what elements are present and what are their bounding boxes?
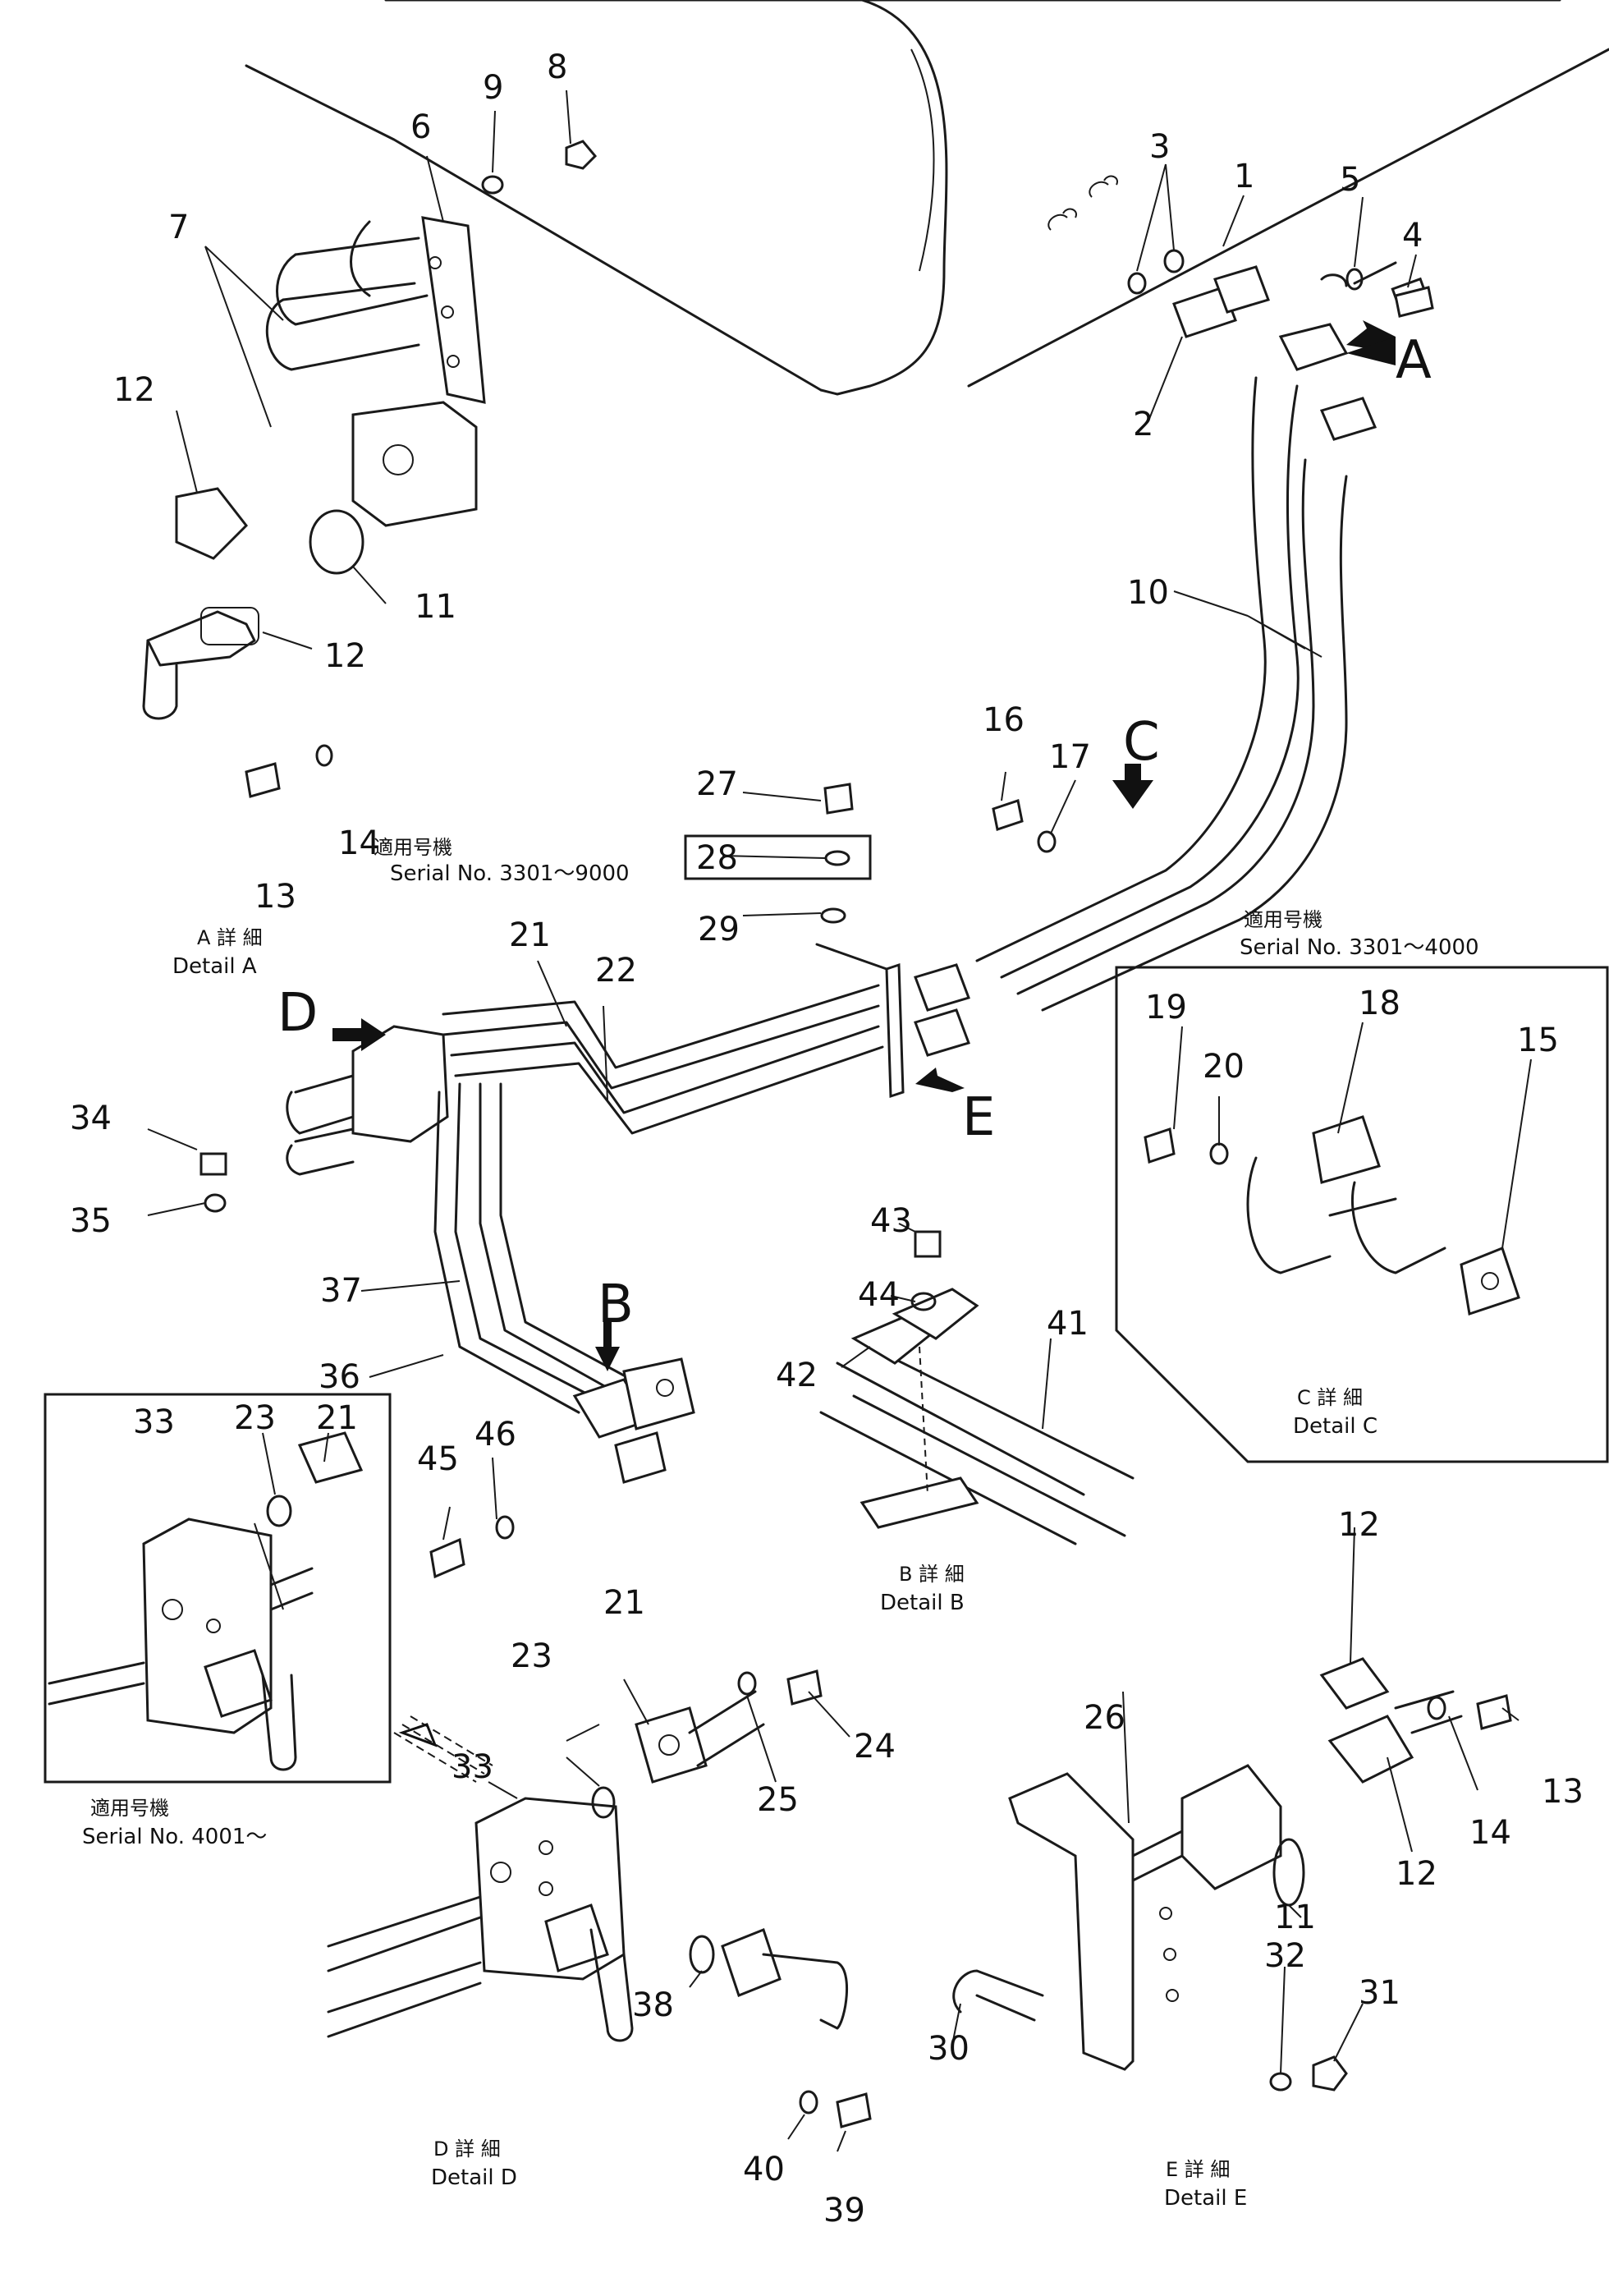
callout-12b: 12 [324, 637, 366, 675]
callout-13a: 13 [254, 878, 296, 916]
callout-38: 38 [632, 1986, 674, 2024]
callout-22: 22 [595, 952, 637, 990]
callout-26: 26 [1084, 1699, 1125, 1737]
callout-13b: 13 [1542, 1773, 1584, 1811]
callout-43: 43 [870, 1202, 912, 1240]
callout-10: 10 [1127, 574, 1169, 612]
callout-21a: 21 [509, 916, 551, 954]
callout-25: 25 [757, 1781, 799, 1819]
callout-34: 34 [70, 1100, 112, 1137]
view-letters: A C D E B [277, 330, 1432, 1335]
callout-19: 19 [1145, 989, 1187, 1026]
detail-e-bracket [952, 1657, 1463, 2071]
callout-21b: 21 [316, 1399, 358, 1437]
detail-captions: A 詳 細 Detail A B 詳 細 Detail B C 詳 細 Deta… [172, 926, 1378, 2211]
block-d-small [286, 1025, 449, 1176]
callout-28: 28 [696, 839, 738, 877]
view-letter-d: D [277, 983, 318, 1044]
callout-12d: 12 [1396, 1855, 1437, 1893]
callout-30: 30 [928, 2030, 970, 2068]
detail-b-clamp [819, 1288, 1135, 1545]
caption-detail-d: Detail D [431, 2165, 517, 2190]
hose-pair-10 [975, 376, 1348, 1012]
callout-11b: 11 [1274, 1899, 1316, 1936]
callout-33b: 33 [452, 1748, 493, 1786]
detail-c-box [1115, 966, 1609, 1463]
serial-note-2: Serial No. 3301～4000 [1240, 935, 1479, 960]
callout-40: 40 [743, 2151, 785, 2188]
pipes-36-37 [433, 1082, 695, 1484]
callout-20: 20 [1203, 1048, 1245, 1086]
serial-note-1-jp: 適用号機 [374, 836, 452, 859]
pump-fittings [1047, 175, 1430, 441]
callout-44: 44 [858, 1276, 900, 1314]
callout-1: 1 [1234, 158, 1254, 195]
caption-detail-e: Detail E [1164, 2186, 1247, 2211]
serial-note-1: Serial No. 3301～9000 [390, 861, 630, 886]
callout-32: 32 [1264, 1937, 1306, 1975]
detail-d-inset-box [44, 1393, 392, 1784]
serial-note-2-jp: 適用号機 [1244, 908, 1322, 931]
view-letter-e: E [962, 1087, 995, 1148]
callout-15: 15 [1517, 1022, 1559, 1059]
callout-29: 29 [698, 911, 740, 948]
callout-37: 37 [320, 1272, 362, 1310]
detail-a-assembly [142, 216, 486, 720]
callout-35: 35 [70, 1202, 112, 1240]
view-letter-c: C [1123, 712, 1160, 773]
caption-detail-a-jp: A 詳 細 [197, 926, 263, 949]
callout-21c: 21 [603, 1584, 645, 1622]
caption-detail-a: Detail A [172, 954, 257, 979]
callout-14a: 14 [338, 824, 380, 862]
callout-23b: 23 [511, 1637, 552, 1675]
callout-33a: 33 [133, 1403, 175, 1441]
callout-45: 45 [417, 1440, 459, 1478]
callout-42: 42 [776, 1357, 818, 1394]
caption-detail-b-jp: B 詳 細 [899, 1563, 965, 1586]
callout-12c: 12 [1338, 1506, 1380, 1544]
callout-41: 41 [1047, 1305, 1089, 1343]
callout-8: 8 [547, 48, 567, 86]
tank-outline [245, 0, 1609, 396]
detail-d-main [327, 1690, 849, 2042]
callout-11: 11 [415, 588, 456, 626]
callout-9: 9 [483, 69, 503, 107]
callout-28-box: 28 [684, 834, 872, 880]
callout-2: 2 [1133, 406, 1153, 443]
caption-detail-d-jp: D 詳 細 [433, 2138, 501, 2161]
serial-note-3-jp: 適用号機 [90, 1797, 169, 1820]
pipes-21-22 [442, 943, 970, 1135]
callout-14b: 14 [1469, 1814, 1511, 1852]
callout-12a: 12 [113, 371, 155, 409]
callout-46: 46 [474, 1416, 516, 1453]
caption-detail-e-jp: E 詳 細 [1166, 2158, 1230, 2181]
serial-notes: 適用号機 Serial No. 3301～9000 適用号機 Serial No… [82, 836, 1479, 1849]
caption-detail-b: Detail B [880, 1591, 965, 1615]
caption-detail-c-jp: C 詳 細 [1297, 1386, 1363, 1409]
caption-detail-c: Detail C [1293, 1414, 1378, 1439]
callout-27: 27 [696, 765, 738, 803]
callout-7: 7 [168, 209, 189, 246]
view-arrows [332, 320, 1396, 1747]
view-letter-b: B [598, 1274, 634, 1335]
callout-16: 16 [983, 701, 1025, 739]
callout-5: 5 [1340, 161, 1360, 199]
callout-31: 31 [1359, 1974, 1400, 2012]
serial-note-3: Serial No. 4001～ [82, 1825, 267, 1849]
callout-3: 3 [1149, 128, 1170, 166]
callout-6: 6 [410, 108, 431, 146]
callout-36: 36 [319, 1358, 360, 1396]
callout-23a: 23 [234, 1399, 276, 1437]
view-letter-a: A [1396, 330, 1432, 391]
callout-4: 4 [1402, 217, 1423, 255]
callout-numbers: 1 2 3 4 5 6 7 8 9 10 11 12 12 13 14 15 1… [70, 48, 1584, 2229]
callout-24: 24 [854, 1728, 896, 1766]
callout-18: 18 [1359, 985, 1400, 1022]
callout-17: 17 [1049, 738, 1091, 776]
leader-lines [147, 90, 1532, 2152]
callout-39: 39 [823, 2192, 865, 2229]
